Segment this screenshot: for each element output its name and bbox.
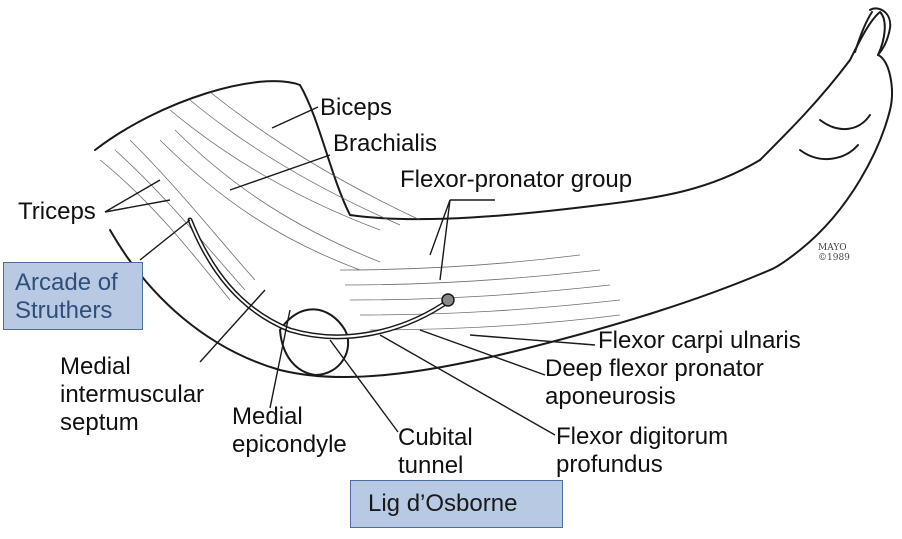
biceps-fibers-2 bbox=[189, 99, 401, 226]
leader-fcu bbox=[469, 334, 596, 346]
leader-fdp bbox=[379, 334, 556, 436]
triceps-fibers-1 bbox=[99, 159, 231, 301]
biceps-fibers-3 bbox=[209, 91, 421, 221]
triceps-fibers-3 bbox=[129, 139, 256, 281]
callout-arcade-of-struthers: Arcade of Struthers bbox=[3, 262, 143, 330]
brachialis-fibers-2 bbox=[174, 129, 381, 263]
leader-deep-aponeurosis bbox=[419, 329, 546, 376]
callout-lig-osborne-text: Lig d’Osborne bbox=[368, 490, 518, 517]
forearm-fibers-3 bbox=[349, 284, 611, 301]
finger-line-2 bbox=[799, 144, 859, 161]
epicondyle-outline bbox=[279, 308, 350, 376]
ulnar-nerve bbox=[187, 217, 453, 340]
ulnar-nerve-highlight bbox=[189, 219, 451, 338]
triceps-fibers-2 bbox=[114, 149, 246, 291]
forearm-fibers-4 bbox=[359, 299, 621, 316]
label-flexor-carpi-ulnaris: Flexor carpi ulnaris bbox=[598, 327, 801, 354]
label-biceps: Biceps bbox=[320, 94, 393, 121]
leader-cubital bbox=[329, 339, 399, 433]
forearm-fibers-2 bbox=[344, 269, 601, 286]
brachialis-fibers-1 bbox=[159, 139, 361, 271]
arm-outline-lower bbox=[109, 229, 771, 379]
leader-epicondyle bbox=[269, 309, 291, 409]
label-cubital-tunnel: Cubital tunnel bbox=[398, 424, 473, 479]
thumb-outline bbox=[854, 7, 892, 56]
label-flexor-pronator-group: Flexor-pronator group bbox=[400, 166, 633, 193]
finger-line-1 bbox=[819, 114, 871, 130]
label-triceps: Triceps bbox=[18, 198, 96, 225]
leader-flexor-pronator-2 bbox=[439, 199, 451, 281]
leader-septum bbox=[199, 289, 266, 363]
callout-lig-osborne: Lig d’Osborne bbox=[350, 480, 563, 528]
leader-flexor-pronator-1 bbox=[429, 199, 451, 256]
leader-triceps-1 bbox=[104, 179, 161, 213]
mayo-signature-mark: MAYO ©1989 bbox=[818, 243, 850, 263]
label-medial-intermuscular-septum: Medial intermuscular septum bbox=[60, 353, 205, 436]
leader-brachialis bbox=[229, 154, 331, 191]
nerve-branch-node bbox=[441, 293, 455, 307]
label-deep-flexor-pronator-aponeurosis: Deep flexor pronator aponeurosis bbox=[545, 355, 764, 410]
forearm-fibers-1 bbox=[339, 254, 581, 271]
leader-arcade bbox=[139, 219, 191, 261]
label-brachialis: Brachialis bbox=[333, 130, 438, 157]
forearm-fibers-5 bbox=[369, 314, 621, 331]
label-medial-epicondyle: Medial epicondyle bbox=[232, 403, 347, 458]
label-flexor-digitorum-profundus: Flexor digitorum profundus bbox=[556, 423, 729, 478]
arm-outline-upper bbox=[94, 80, 761, 221]
hand-outline bbox=[759, 11, 893, 271]
leader-biceps bbox=[271, 106, 319, 129]
callout-arcade-text: Arcade of Struthers bbox=[15, 269, 118, 324]
leader-triceps-2 bbox=[104, 199, 171, 213]
